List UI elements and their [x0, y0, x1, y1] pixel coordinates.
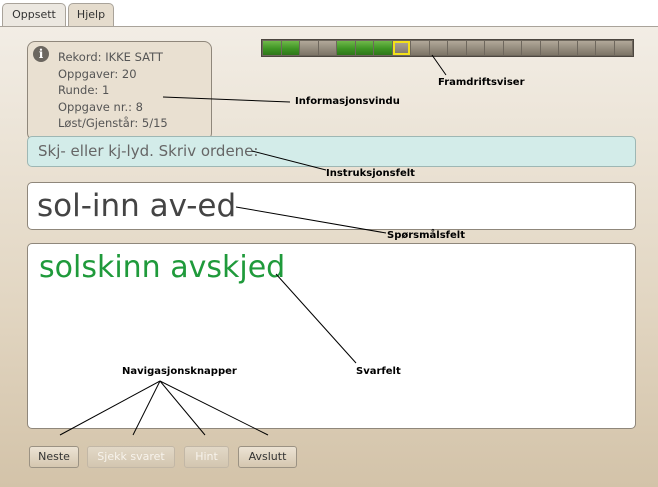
- info-task-number: Oppgave nr.: 8: [58, 99, 143, 114]
- progress-segment: [337, 41, 355, 55]
- progress-segment: [411, 41, 429, 55]
- annotation-progress: Framdriftsviser: [438, 77, 525, 88]
- tab-hjelp[interactable]: Hjelp: [68, 3, 114, 27]
- annotation-info: Informasjonsvindu: [295, 96, 400, 107]
- progress-segment: [485, 41, 503, 55]
- annotation-navigation: Navigasjonsknapper: [122, 366, 237, 377]
- progress-segment: [281, 41, 299, 55]
- progress-segment: [355, 41, 373, 55]
- question-field: sol-inn av-ed: [27, 182, 636, 230]
- progress-segment: [540, 41, 558, 55]
- hint-button[interactable]: Hint: [184, 446, 229, 468]
- progress-segment: [559, 41, 577, 55]
- progress-segment: [448, 41, 466, 55]
- progress-segment: [596, 41, 614, 55]
- progress-segment: [614, 41, 632, 55]
- tab-bar: Oppsett Hjelp: [0, 0, 658, 27]
- next-button[interactable]: Neste: [29, 446, 79, 468]
- progress-segment: [522, 41, 540, 55]
- progress-segment: [466, 41, 484, 55]
- info-solved-remaining: Løst/Gjenstår: 5/15: [58, 116, 168, 131]
- progress-segment: [392, 41, 410, 55]
- progress-segment: [263, 41, 281, 55]
- info-record: Rekord: IKKE SATT: [58, 50, 163, 64]
- progress-segment: [318, 41, 336, 55]
- check-answer-button[interactable]: Sjekk svaret: [87, 446, 175, 468]
- annotation-answer: Svarfelt: [356, 366, 401, 377]
- info-icon: i: [33, 46, 49, 62]
- progress-segment: [429, 41, 447, 55]
- progress-segment: [300, 41, 318, 55]
- annotation-question: Spørsmålsfelt: [387, 230, 466, 241]
- answer-field[interactable]: solskinn avskjed: [27, 243, 636, 429]
- progress-indicator: [261, 39, 634, 57]
- progress-segment: [374, 41, 392, 55]
- info-window: i Rekord: IKKE SATT Oppgaver: 20 Runde: …: [27, 41, 212, 141]
- answer-text: solskinn avskjed: [39, 250, 286, 285]
- instruction-field: Skj- eller kj-lyd. Skriv ordene:: [27, 136, 636, 167]
- annotation-instruction: Instruksjonsfelt: [326, 168, 415, 179]
- info-tasks: Oppgaver: 20: [58, 66, 137, 81]
- info-lines: Rekord: IKKE SATT Oppgaver: 20 Runde: 1 …: [58, 49, 168, 132]
- info-round: Runde: 1: [58, 83, 110, 98]
- quit-button[interactable]: Avslutt: [238, 446, 297, 468]
- tab-oppsett[interactable]: Oppsett: [2, 3, 66, 27]
- progress-segment: [503, 41, 521, 55]
- progress-segment: [577, 41, 595, 55]
